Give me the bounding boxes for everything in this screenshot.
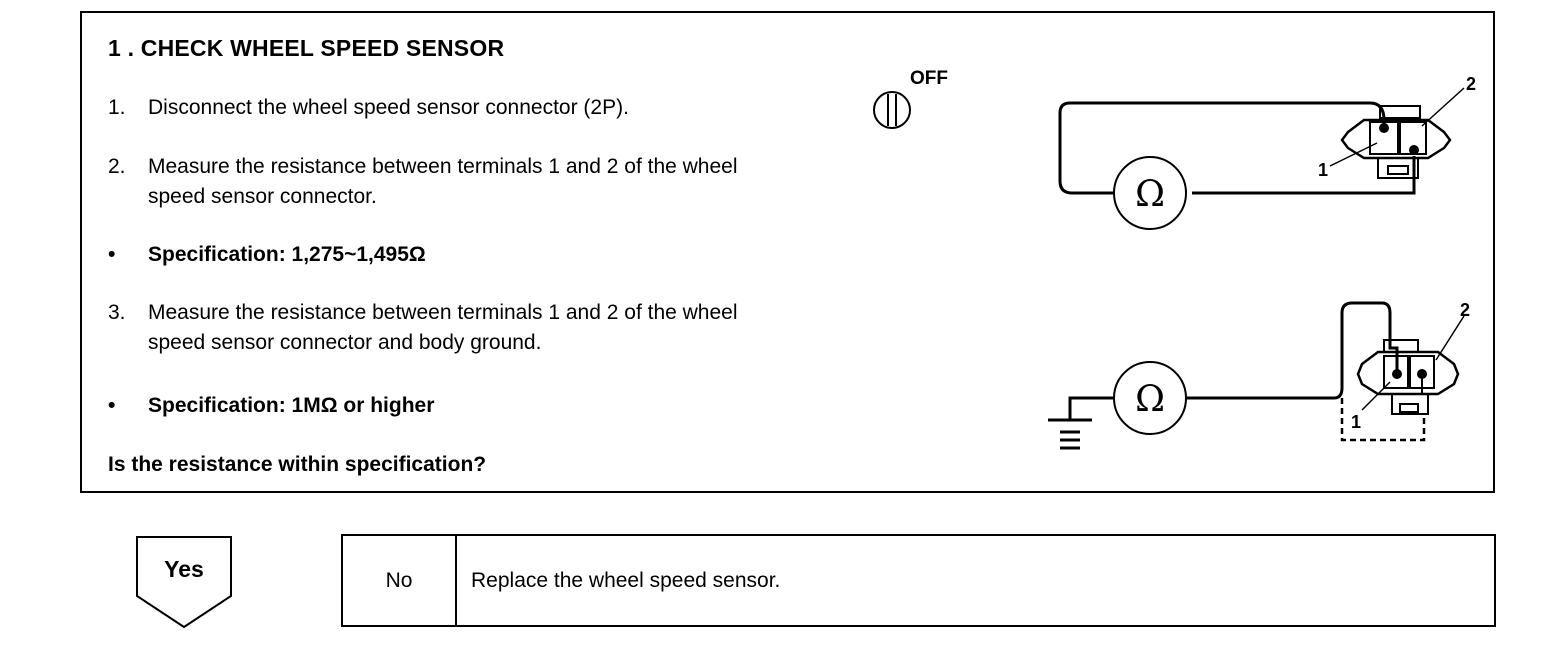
check-question: Is the resistance within specification? [108,453,487,476]
terminal-1-label: 1 [1318,160,1328,180]
ohmmeter-icon: Ω [1135,174,1165,215]
yes-label: Yes [164,556,204,582]
body-ground-circuit: Ω 1 2 [1048,300,1470,450]
instruction-3: 3.Measure the resistance between termina… [108,301,738,354]
no-label: No [343,536,457,625]
sensor-connector-ground-icon [1356,339,1460,415]
step-box: 1 . CHECK WHEEL SPEED SENSOR 1.Disconnec… [80,11,1495,493]
step-title: 1 . CHECK WHEEL SPEED SENSOR [108,35,505,61]
wiring-diagram: OFF Ω 1 2 [873,68,1476,450]
instruction-1: 1.Disconnect the wheel speed sensor conn… [108,96,629,119]
instruction-2: 2.Measure the resistance between termina… [108,155,738,208]
terminal-2-ground-label: 2 [1460,300,1470,320]
no-result-table: No Replace the wheel speed sensor. [341,534,1496,627]
sensor-connector-icon [1340,105,1452,179]
switch-off-label: OFF [910,68,948,89]
specification-1: •Specification: 1,275~1,495Ω [108,243,426,266]
ignition-switch-icon [873,91,911,129]
terminal-1-ground-label: 1 [1351,412,1361,432]
connector-resistance-circuit: Ω 1 2 [1058,74,1476,230]
yes-arrow-icon [136,536,232,629]
no-action-text: Replace the wheel speed sensor. [471,568,781,592]
ohmmeter-ground-icon: Ω [1135,379,1165,420]
specification-2: •Specification: 1MΩ or higher [108,394,435,417]
terminal-2-label: 2 [1466,74,1476,94]
